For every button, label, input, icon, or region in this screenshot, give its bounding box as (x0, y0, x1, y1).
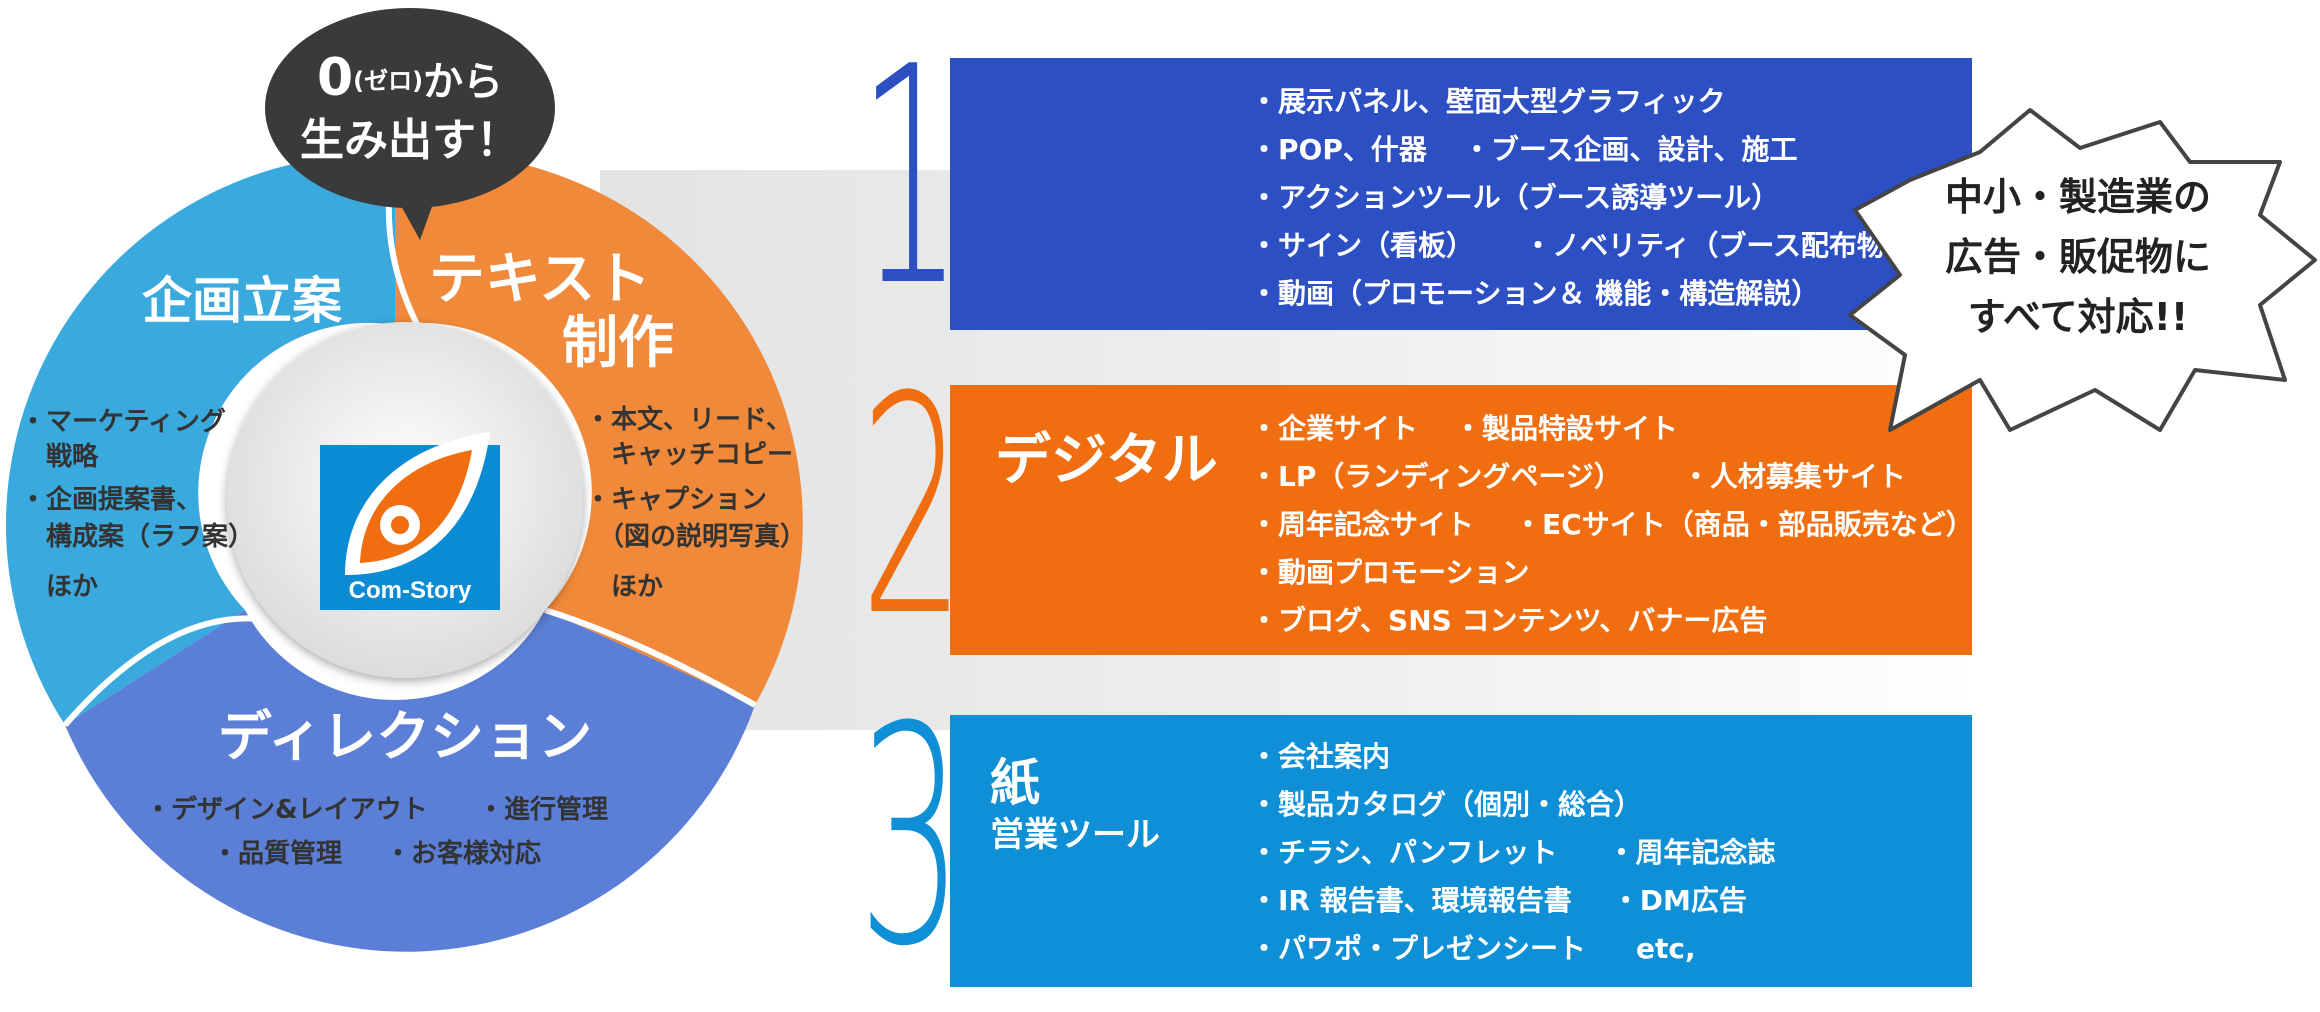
panel-3-row-3: ・IR 報告書、環境報告書 ・DM広告 (1250, 877, 1775, 925)
panel-3-item: ・DM広告 (1611, 884, 1747, 917)
text-item-2: ・キャプション (585, 485, 767, 515)
panel-3-number: 3 (858, 663, 963, 1012)
planning-title: 企画立案 (142, 272, 343, 330)
panel-2-row-0: ・企業サイト ・製品特設サイト (1250, 405, 1974, 453)
burst-line-0: 中小・製造業の (1945, 175, 2211, 219)
panel-2-item: ・人材募集サイト (1681, 460, 1906, 493)
bubble-zero: 0 (317, 48, 353, 108)
bubble-kara: から (423, 59, 503, 105)
panel-3: 紙 営業ツール ・会社案内 ・製品カタログ（個別・総合） ・チラシ、パンフレット… (950, 715, 1972, 987)
panel-2-item: ・ブログ、SNS コンテンツ、バナー広告 (1250, 604, 1768, 637)
panel-2-row-1: ・LP（ランディングページ） ・人材募集サイト (1250, 453, 1974, 501)
panel-1-row-2: ・アクションツール（ブース誘導ツール） (1250, 174, 1913, 222)
separator-text-direction (544, 607, 757, 708)
panel-1-row-3: ・サイン（看板） ・ノベリティ（ブース配布物） (1250, 222, 1913, 270)
panel-3-item: ・周年記念誌 (1607, 836, 1776, 869)
service-wheel: Com-Story 企画立案 ・マーケティング 戦略 ・企画提案書、 構成案（ラ… (5, 8, 806, 952)
panel-2-item: ・周年記念サイト (1250, 508, 1475, 541)
panel-3-item: ・IR 報告書、環境報告書 (1250, 884, 1572, 917)
panel-1-row-4: ・動画（プロモーション＆ 機能・構造解説） (1250, 270, 1913, 318)
panel-2-item: ・動画プロモーション (1250, 556, 1530, 589)
text-item-1: キャッチコピー (585, 440, 793, 470)
panel-1-row-1: ・POP、什器 ・ブース企画、設計、施工 (1250, 126, 1913, 174)
panel-3-item: ・チラシ、パンフレット (1250, 836, 1558, 869)
direction-row1-item0: ・デザイン&レイアウト (145, 794, 428, 825)
planning-item-2: ・企画提案書、 (20, 484, 202, 515)
panel-2-title: デジタル (995, 428, 1218, 493)
svg-text:0(ゼロ)から: 0(ゼロ)から (317, 48, 503, 108)
panel-2-number: 2 (860, 333, 965, 682)
burst-line-2: すべて対応!! (1968, 295, 2188, 339)
panel-3-item: ・パワポ・プレゼンシート (1250, 932, 1587, 965)
panel-2-item: ・ECサイト（商品・部品販売など） (1514, 508, 1974, 541)
planning-item-4: ほか (20, 572, 98, 602)
panel-2: デジタル ・企業サイト ・製品特設サイト ・LP（ランディングページ） ・人材募集サ… (950, 385, 1974, 655)
panel-1-list: ・展示パネル、壁面大型グラフィック ・POP、什器 ・ブース企画、設計、施工 ・ア… (1250, 78, 1913, 318)
panel-1-item: ・サイン（看板） (1250, 229, 1475, 262)
text-item-0: ・本文、リード、 (585, 404, 792, 435)
direction-row1-item1: ・進行管理 (478, 794, 608, 825)
panel-2-row-3: ・動画プロモーション (1250, 549, 1974, 597)
burst-shape (1848, 108, 2317, 432)
panel-1-item: ・アクションツール（ブース誘導ツール） (1250, 181, 1780, 214)
panel-3-row-4: ・パワポ・プレゼンシート etc, (1250, 925, 1775, 973)
panel-1-row-0: ・展示パネル、壁面大型グラフィック (1250, 78, 1913, 126)
speech-bubble: 0(ゼロ)から 生み出す！ (265, 8, 555, 240)
panel-1-item: ・ノベリティ（ブース配布物） (1524, 229, 1913, 262)
text-title-line1: テキスト (429, 247, 651, 312)
logo-text: Com-Story (349, 577, 472, 604)
separator-planning-direction (62, 615, 271, 727)
direction-title: ディレクション (218, 705, 592, 768)
panel-3-item: ・会社案内 (1250, 740, 1391, 773)
panel-2-row-2: ・周年記念サイト ・ECサイト（商品・部品販売など） (1250, 501, 1974, 549)
panel-3-list: ・会社案内 ・製品カタログ（個別・総合） ・チラシ、パンフレット ・周年記念誌 ・… (1250, 733, 1775, 973)
burst-line-1: 広告・販促物に (1945, 235, 2211, 279)
planning-item-0: ・マーケティング (20, 407, 226, 437)
panel-3-subtitle: 営業ツール (990, 815, 1160, 855)
panel-3-row-1: ・製品カタログ（個別・総合） (1250, 781, 1775, 829)
direction-row2-item1: ・お客様対応 (385, 838, 541, 869)
panel-2-item: ・企業サイト (1250, 412, 1419, 445)
panel-2-item: ・製品特設サイト (1454, 412, 1679, 445)
panel-3-title: 紙 (990, 754, 1040, 812)
text-item-3: （図の説明写真） (585, 521, 806, 552)
panel-1: ・展示パネル、壁面大型グラフィック ・POP、什器 ・ブース企画、設計、施工 ・ア… (950, 58, 1972, 330)
segment-direction (65, 610, 755, 952)
panel-2-item: ・LP（ランディングページ） (1250, 460, 1622, 493)
panel-3-item: ・製品カタログ（個別・総合） (1250, 788, 1643, 821)
panel-1-item: ・動画（プロモーション＆ 機能・構造解説） (1250, 277, 1820, 310)
panel-3-row-2: ・チラシ、パンフレット ・周年記念誌 (1250, 829, 1775, 877)
panel-2-list: ・企業サイト ・製品特設サイト ・LP（ランディングページ） ・人材募集サイト ・周… (1250, 405, 1974, 645)
planning-item-1: 戦略 (20, 441, 99, 472)
panel-1-item: ・展示パネル、壁面大型グラフィック (1250, 85, 1726, 118)
panel-1-number: 1 (858, 3, 963, 352)
text-title-line2: 制作 (562, 311, 674, 376)
burst-balloon: 中小・製造業の 広告・販促物に すべて対応!! (1848, 108, 2317, 432)
bubble-zero-reading: (ゼロ) (353, 67, 423, 95)
panel-1-item: ・POP、什器 (1250, 133, 1427, 166)
panel-2-row-4: ・ブログ、SNS コンテンツ、バナー広告 (1250, 597, 1974, 645)
com-story-logo-icon: Com-Story (320, 432, 500, 610)
panel-3-row-0: ・会社案内 (1250, 733, 1775, 781)
panel-1-item: ・ブース企画、設計、施工 (1462, 133, 1798, 166)
text-item-4: ほか (585, 572, 663, 602)
direction-row2-item0: ・品質管理 (212, 839, 342, 869)
bubble-line2: 生み出す！ (300, 115, 520, 166)
segment-text (395, 153, 803, 705)
segment-planning (5, 154, 396, 725)
planning-item-3: 構成案（ラフ案） (20, 521, 254, 552)
panel-3-item: etc, (1636, 932, 1696, 965)
